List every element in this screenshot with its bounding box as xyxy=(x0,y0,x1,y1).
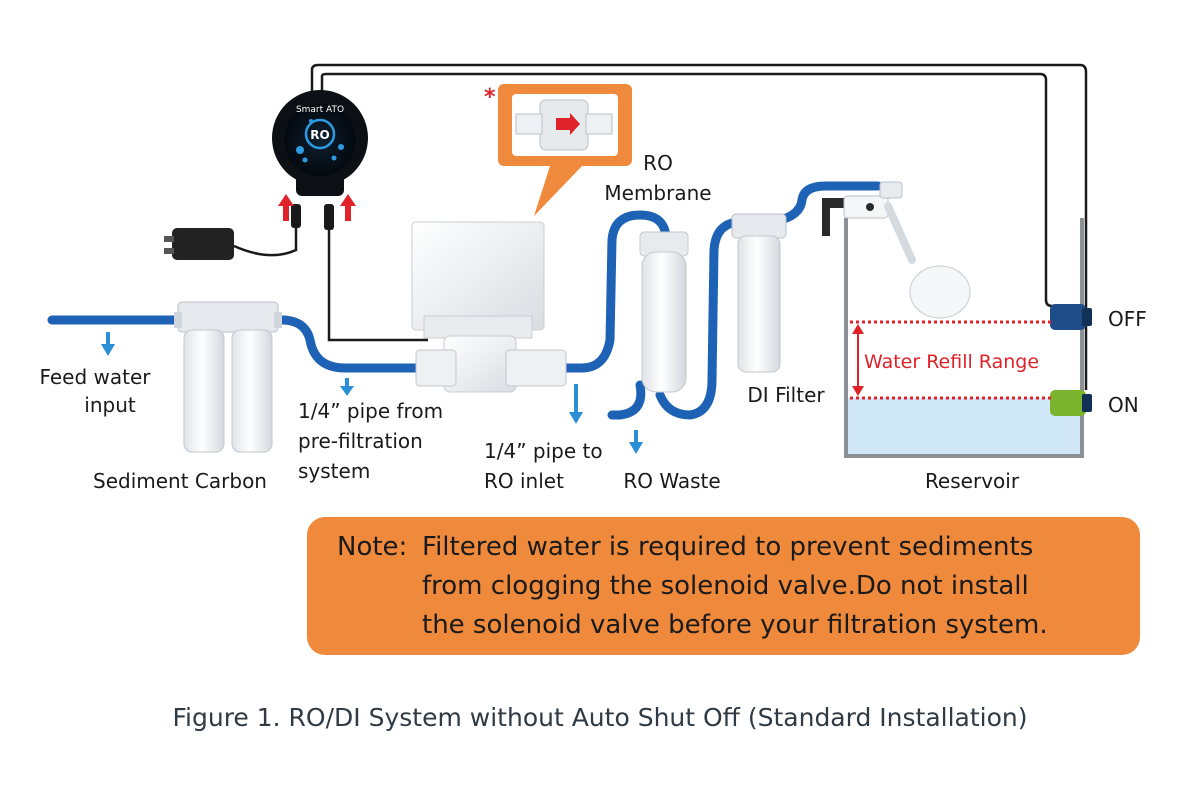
pipe-prefilter-label-line1: 1/4” pipe from xyxy=(298,399,443,423)
ro-membrane-label-line2: Membrane xyxy=(604,181,711,205)
flow-arrow-ro-waste xyxy=(629,430,643,454)
note-line-3: the solenoid valve before your filtratio… xyxy=(422,610,1048,640)
float-valve xyxy=(822,181,971,319)
refill-range-markers xyxy=(850,320,1052,400)
off-label: OFF xyxy=(1108,307,1147,331)
flow-arrow-prefilter xyxy=(340,378,354,396)
prefilter-to-valve-pipe xyxy=(271,315,423,373)
on-label: ON xyxy=(1108,393,1139,417)
note-prefix: Note: xyxy=(337,532,408,562)
power-adapter xyxy=(164,204,301,260)
valve-cable xyxy=(324,204,428,342)
water-refill-range-label: Water Refill Range xyxy=(864,351,1039,373)
membrane-waste-pipe xyxy=(607,380,646,420)
pipe-ro-inlet-label-line1: 1/4” pipe to xyxy=(484,439,603,463)
controller-badge: RO xyxy=(310,128,329,142)
note-text: Note: Filtered water is required to preve… xyxy=(337,528,1137,645)
controller-title: Smart ATO xyxy=(296,105,344,115)
valve-inset-callout: * xyxy=(484,84,632,216)
reservoir-tank xyxy=(844,218,1084,458)
feed-water-label-line2: input xyxy=(84,393,136,417)
note-line-1: Filtered water is required to prevent se… xyxy=(422,532,1034,562)
sensor-cable xyxy=(310,63,1088,390)
note-box xyxy=(307,517,1140,655)
asterisk-mark: * xyxy=(484,85,496,110)
red-arrow-left xyxy=(278,194,294,221)
flow-arrow-feed xyxy=(101,332,115,356)
on-sensor xyxy=(1050,390,1092,416)
feed-water-label-line1: Feed water xyxy=(39,365,151,389)
note-line-2: from clogging the solenoid valve.Do not … xyxy=(422,571,1029,601)
reservoir-label: Reservoir xyxy=(925,469,1020,493)
smart-ato-controller: Smart ATO RO xyxy=(272,90,368,196)
ro-membrane-label-line1: RO xyxy=(643,151,673,175)
figure-caption: Figure 1. RO/DI System without Auto Shut… xyxy=(172,703,1028,732)
flow-arrow-ro-inlet xyxy=(569,384,583,424)
valve-to-membrane-pipe xyxy=(561,210,671,373)
sediment-carbon-filters xyxy=(174,301,282,453)
di-filter-label: DI Filter xyxy=(747,383,825,407)
pipe-ro-inlet-label-line2: RO inlet xyxy=(484,469,564,493)
sediment-carbon-label: Sediment Carbon xyxy=(93,469,267,493)
solenoid-valve xyxy=(411,221,567,393)
membrane-to-di-pipe xyxy=(655,217,750,420)
ro-waste-label: RO Waste xyxy=(623,469,720,493)
pipe-prefilter-label-line2: pre-filtration xyxy=(298,429,423,453)
di-filter xyxy=(731,213,787,373)
pipe-prefilter-label-line3: system xyxy=(298,459,370,483)
ro-membrane xyxy=(639,231,689,393)
red-arrow-right xyxy=(340,194,356,221)
off-sensor xyxy=(1050,304,1092,330)
